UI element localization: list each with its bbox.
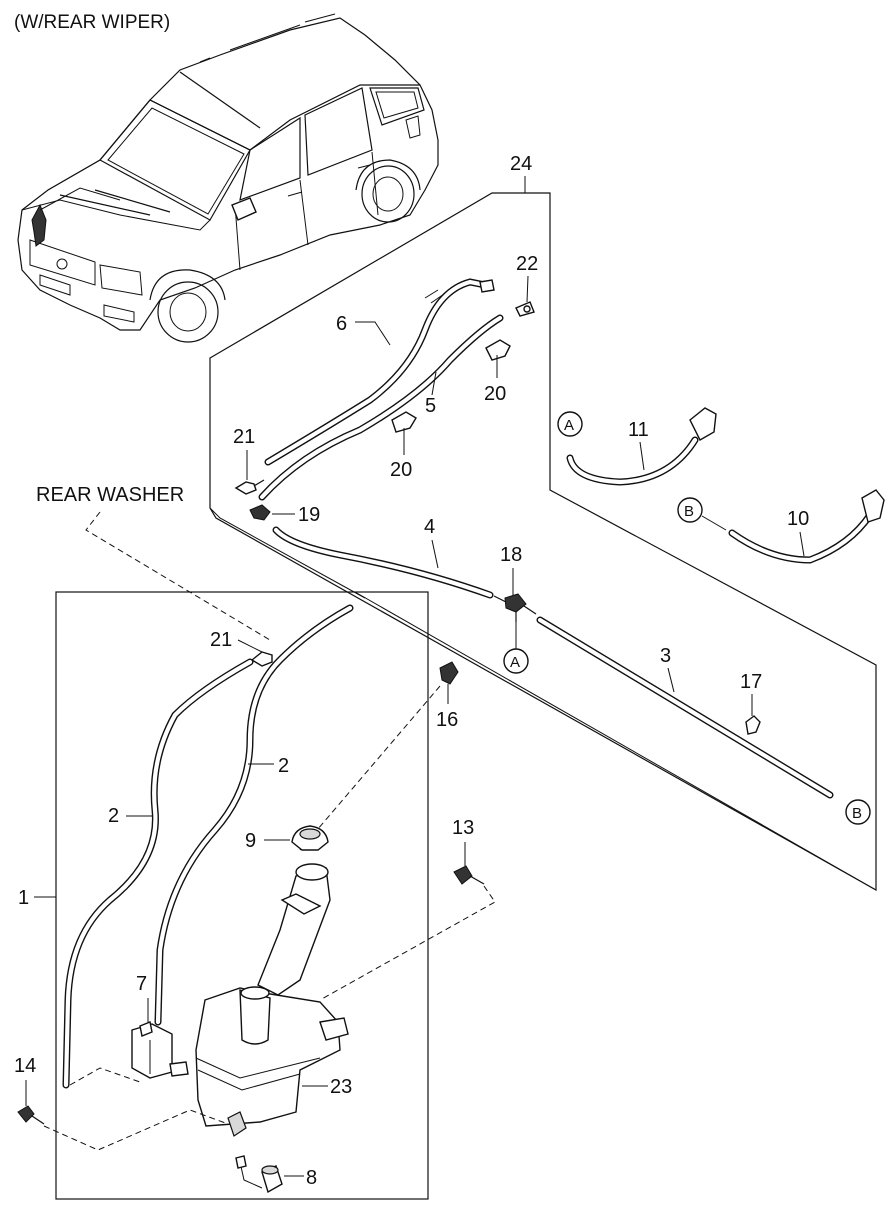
rear-washer-callout: REAR WASHER [36, 484, 271, 641]
label-22: 22 [516, 253, 538, 275]
label-11: 11 [628, 419, 649, 441]
label-5: 5 [425, 395, 436, 417]
vehicle-suv-illustration [17, 13, 439, 343]
reservoir-assembly-frame: 1 [18, 507, 877, 1200]
label-8: 8 [306, 1167, 317, 1189]
reservoir-cap-9: 9 [245, 825, 329, 852]
label-18: 18 [500, 544, 522, 566]
washer-pump-7: 7 [69, 973, 189, 1086]
connector-21-lower: 21 [210, 629, 273, 667]
hose-5 [258, 314, 504, 501]
washer-nozzle [861, 489, 885, 523]
connector-b-marker-end [845, 799, 871, 825]
label-2a: 2 [108, 805, 119, 827]
clip-20-lower: 20 [390, 411, 417, 481]
label-13: 13 [452, 817, 474, 839]
hose-2-left: 2 [62, 658, 254, 1089]
hose-2-right: 2 [154, 604, 354, 1026]
connector-21-upper: 21 [233, 426, 265, 495]
cap-16: 16 [299, 661, 459, 851]
t-connector-18: 18 A [493, 544, 537, 674]
label-16: 16 [436, 709, 458, 731]
washer-reservoir-23: 23 [195, 863, 352, 1137]
label-17: 17 [740, 671, 762, 693]
nozzle-hose-10: B 10 [677, 489, 885, 564]
rear-washer-label: REAR WASHER [36, 484, 184, 506]
washer-nozzle [689, 407, 717, 441]
hose-assembly-frame: 24 [209, 153, 877, 892]
label-24: 24 [510, 153, 532, 175]
connector-22: 22 [479, 253, 538, 317]
label-7: 7 [136, 973, 147, 995]
rear-hose-11: A 11 [557, 407, 717, 486]
label-9: 9 [245, 830, 256, 852]
hose-6 [264, 278, 494, 466]
hose-4: 4 [272, 516, 494, 599]
svg-text:B: B [684, 503, 694, 520]
label-6: 6 [336, 313, 347, 335]
clip-17: 17 [740, 671, 762, 735]
label-21b: 21 [210, 629, 232, 651]
label-21a: 21 [233, 426, 255, 448]
label-20b: 20 [390, 459, 412, 481]
svg-text:A: A [564, 417, 574, 434]
label-4: 4 [424, 516, 435, 538]
label-1: 1 [18, 887, 29, 909]
diagram-title: (W/REAR WIPER) [14, 12, 170, 33]
label-3: 3 [660, 645, 671, 667]
label-10: 10 [787, 508, 809, 530]
svg-text:A: A [510, 654, 520, 671]
label-19: 19 [298, 504, 320, 526]
label-23: 23 [330, 1076, 352, 1098]
level-sensor-8: 8 [235, 1155, 317, 1194]
hose-3: 3 B [536, 616, 871, 825]
label-20a: 20 [484, 383, 506, 405]
bolt-13: 13 [319, 817, 496, 1001]
bolt-14: 14 [14, 1055, 229, 1151]
label-14: 14 [14, 1055, 36, 1077]
label-group-6-5: 6 5 [336, 313, 437, 417]
svg-text:B: B [852, 805, 862, 822]
clip-20-upper: 20 [484, 339, 511, 405]
label-2b: 2 [278, 755, 289, 777]
connector-19: 19 [249, 504, 320, 526]
